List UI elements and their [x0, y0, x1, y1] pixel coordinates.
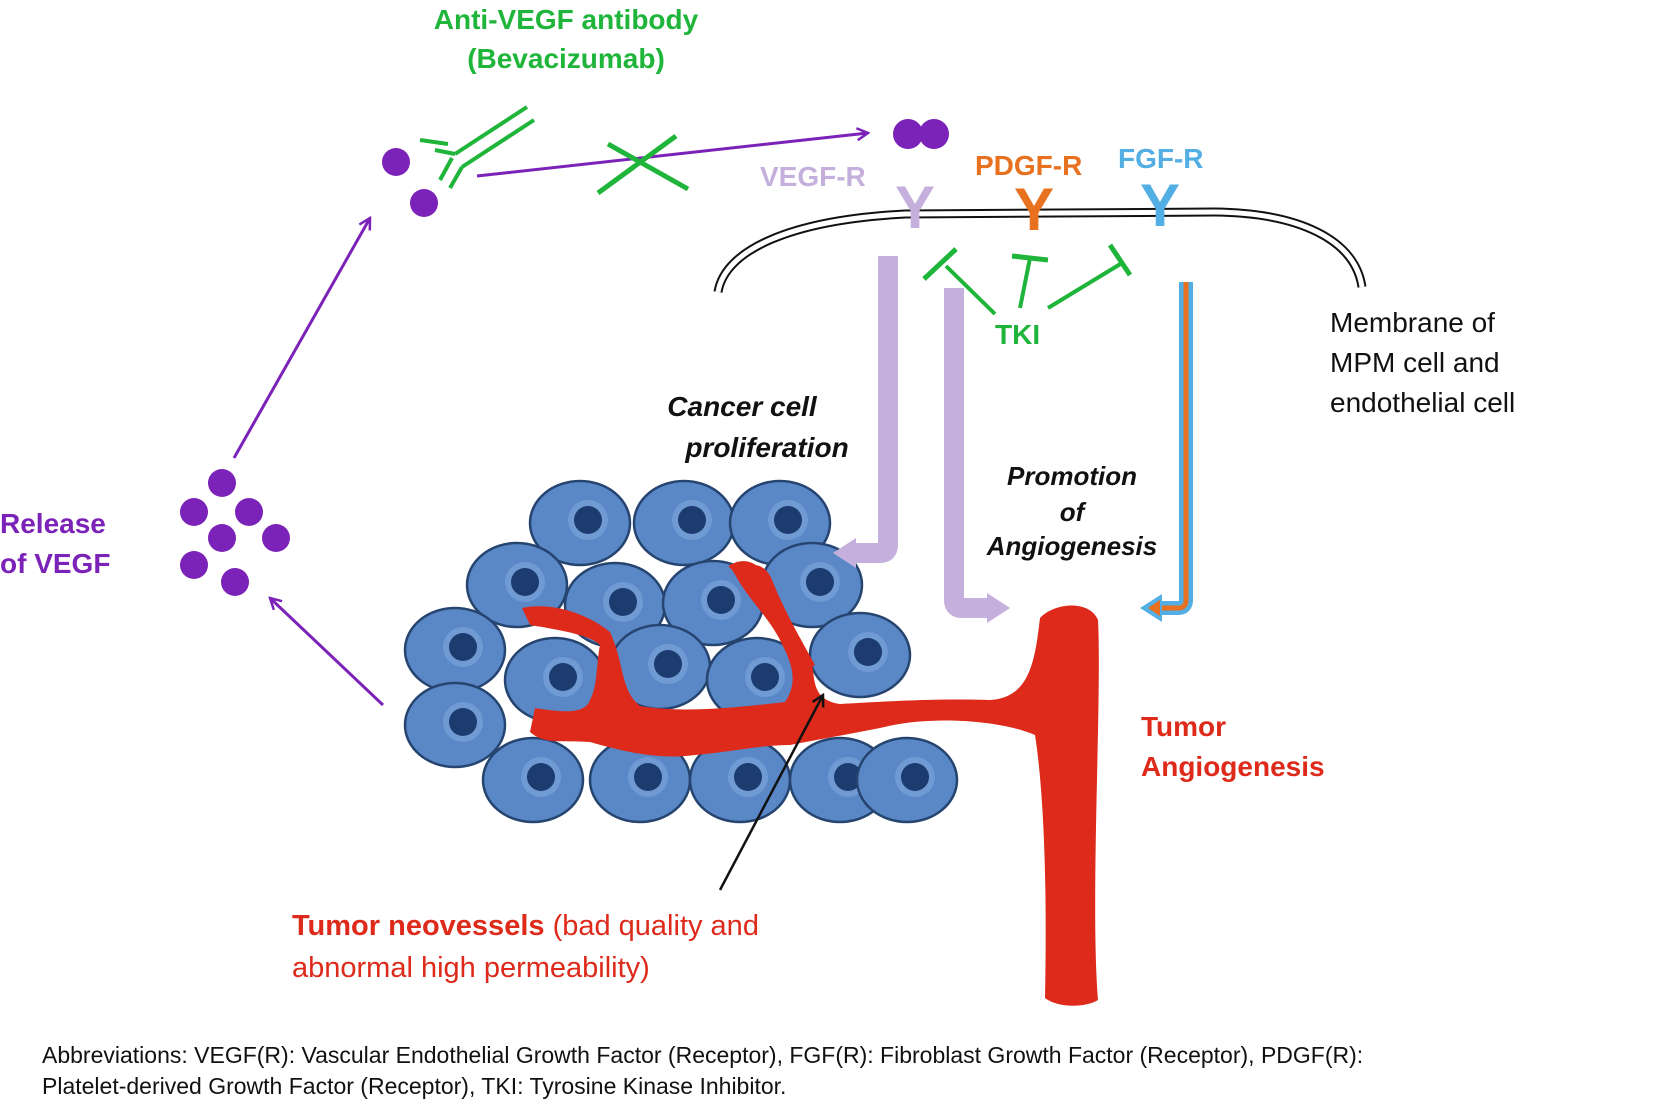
vegfr-label: VEGF-R — [760, 161, 866, 192]
vegf-molecule-icon — [235, 498, 263, 526]
neovessel-pointer-arrow — [718, 695, 823, 891]
cell-icon — [688, 736, 792, 824]
cell-icon — [661, 559, 765, 647]
proliferation-label-line1: Cancer cell — [667, 391, 818, 422]
vegf-molecule-icon — [180, 551, 208, 579]
cell-icon — [760, 541, 864, 629]
tumor-angiogenesis-label-line2: Angiogenesis — [1141, 751, 1325, 782]
inhibition-bar-icon — [922, 247, 958, 281]
cancer-cell-cluster — [403, 479, 959, 824]
proliferation-label-line2: proliferation — [684, 432, 848, 463]
membrane-label-line1: Membrane of — [1330, 307, 1495, 338]
vegf-dimer-icon — [893, 119, 949, 149]
vegf-molecule-icon — [410, 189, 438, 217]
abbreviations-footer: Abbreviations: VEGF(R): Vascular Endothe… — [42, 1040, 1672, 1102]
membrane — [713, 207, 1367, 294]
cell-icon — [403, 681, 507, 769]
cell-icon — [588, 736, 692, 824]
neovessels-rest: (bad quality and — [545, 910, 759, 942]
inhibition-bar-icon — [1011, 253, 1049, 263]
fgf-signal-arrow — [1140, 282, 1193, 622]
vegf-molecule-icon — [382, 148, 410, 176]
cell-icon — [608, 623, 712, 711]
cell-icon — [528, 479, 632, 567]
promotion-label-line3: Angiogenesis — [986, 531, 1157, 561]
vegfr-receptor-icon: Y — [895, 174, 935, 241]
inhibition-bar-icon — [1107, 243, 1133, 277]
neovessels-label-line1: Tumor neovessels (bad quality and — [292, 910, 759, 942]
vegf-to-receptor-arrow — [476, 133, 868, 178]
tki-label: TKI — [995, 319, 1040, 350]
pdgfr-label: PDGF-R — [975, 150, 1082, 181]
cell-icon — [481, 736, 585, 824]
blood-vessel-icon — [522, 561, 1099, 1006]
proliferation-signal-arrow — [833, 256, 898, 568]
vegf-molecule-icon — [180, 498, 208, 526]
cell-icon — [855, 736, 959, 824]
cell-icon — [465, 541, 569, 629]
release-arrow — [270, 598, 385, 707]
block-cross-icon — [596, 133, 690, 196]
footer-line2: Platelet-derived Growth Factor (Receptor… — [42, 1073, 787, 1099]
angiogenesis-signal-arrow — [944, 288, 1010, 623]
promotion-label-line2: of — [1060, 497, 1087, 527]
tki-inhibition — [922, 243, 1133, 316]
release-label-line1: Release — [0, 508, 106, 539]
release-label-line2: of VEGF — [0, 548, 110, 579]
fgfr-receptor-icon: Y — [1140, 172, 1180, 239]
promotion-label-line1: Promotion — [1007, 461, 1137, 491]
membrane-label-line3: endothelial cell — [1330, 387, 1515, 418]
antibody-label-line2: (Bevacizumab) — [467, 43, 665, 74]
neovessels-bold: Tumor neovessels — [292, 910, 545, 942]
neovessels-label-line2: abnormal high permeability) — [292, 952, 650, 984]
vegf-molecule-icon — [208, 469, 236, 497]
pdgfr-receptor-icon: Y — [1014, 176, 1054, 243]
vegf-molecule-icon — [221, 568, 249, 596]
antibody-label-line1: Anti-VEGF antibody — [434, 4, 699, 35]
vegf-to-antibody-arrow — [232, 218, 372, 459]
fgfr-label: FGF-R — [1118, 143, 1204, 174]
cell-icon — [632, 479, 736, 567]
tumor-angiogenesis-label-line1: Tumor — [1141, 711, 1226, 742]
cell-icon — [403, 606, 507, 694]
vegf-release-cluster — [180, 469, 290, 596]
cell-icon — [808, 611, 912, 699]
vegf-molecule-icon — [262, 524, 290, 552]
antibody-icon — [382, 105, 536, 217]
membrane-label-line2: MPM cell and — [1330, 347, 1500, 378]
vegf-molecule-icon — [208, 524, 236, 552]
footer-line1: Abbreviations: VEGF(R): Vascular Endothe… — [42, 1042, 1364, 1068]
